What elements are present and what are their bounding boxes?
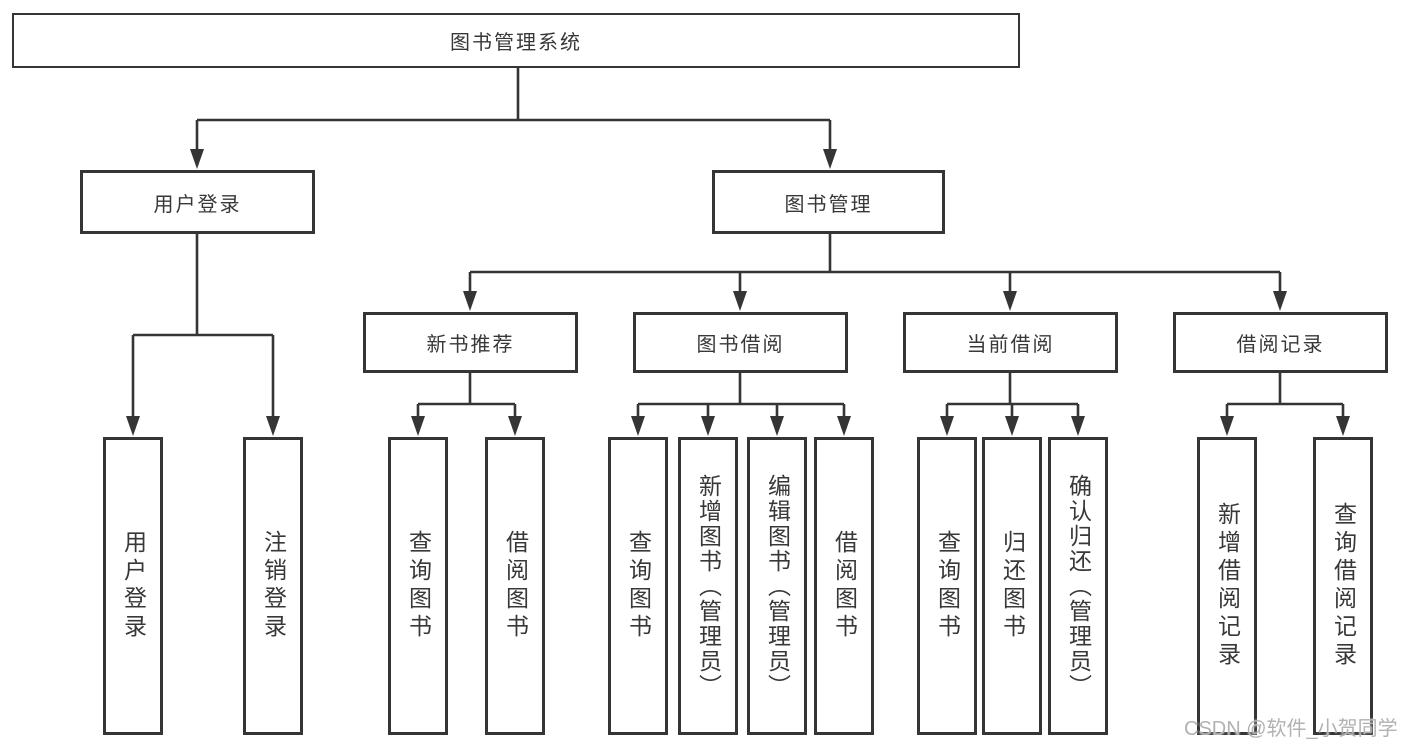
- leaf-user-login-label: 用户登录: [120, 530, 147, 642]
- leaf-add-books-admin: 新增图书（管理员）: [678, 437, 738, 735]
- leaf-logout: 注销登录: [243, 437, 303, 735]
- leaf-add-borrow-record: 新增借阅记录: [1197, 437, 1257, 735]
- node-book-management: 图书管理: [712, 170, 945, 234]
- leaf-borrow-books-recommend: 借阅图书: [485, 437, 545, 735]
- node-root: 图书管理系统: [12, 13, 1020, 68]
- leaf-edit-books-admin: 编辑图书（管理员）: [747, 437, 807, 735]
- node-book-borrow: 图书借阅: [633, 312, 848, 373]
- leaf-user-login: 用户登录: [103, 437, 163, 735]
- leaf-query-books-recommend-label: 查询图书: [405, 530, 432, 642]
- leaf-query-books-recommend: 查询图书: [388, 437, 448, 735]
- connector-new-book-recommend: [411, 373, 522, 436]
- leaf-return-books: 归还图书: [982, 437, 1042, 735]
- node-new-book-recommend: 新书推荐: [363, 312, 578, 373]
- connector-user-login: [126, 234, 280, 436]
- leaf-borrow-books-label: 借阅图书: [831, 530, 858, 642]
- node-user-login: 用户登录: [80, 170, 315, 234]
- node-borrow-records: 借阅记录: [1173, 312, 1388, 373]
- leaf-logout-label: 注销登录: [260, 530, 287, 642]
- connector-root: [190, 68, 837, 169]
- node-current-borrow: 当前借阅: [903, 312, 1118, 373]
- node-book-borrow-label: 图书借阅: [696, 334, 785, 356]
- node-book-management-label: 图书管理: [784, 193, 873, 216]
- leaf-borrow-books: 借阅图书: [814, 437, 874, 735]
- connector-current-borrow: [940, 373, 1085, 436]
- leaf-edit-books-admin-label: 编辑图书（管理员）: [764, 473, 791, 699]
- node-user-login-label: 用户登录: [153, 193, 242, 216]
- node-borrow-records-label: 借阅记录: [1236, 334, 1325, 356]
- connector-book-management: [463, 234, 1287, 311]
- leaf-query-books-borrow-label: 查询图书: [625, 530, 652, 642]
- csdn-watermark: CSDN @软件_小贺同学: [1184, 718, 1398, 740]
- leaf-query-borrow-record: 查询借阅记录: [1313, 437, 1373, 735]
- leaf-add-borrow-record-label: 新增借阅记录: [1214, 502, 1241, 670]
- leaf-return-books-label: 归还图书: [999, 530, 1026, 642]
- node-root-label: 图书管理系统: [450, 32, 582, 54]
- connector-book-borrow: [631, 373, 851, 436]
- leaf-borrow-books-recommend-label: 借阅图书: [502, 530, 529, 642]
- connector-borrow-records: [1220, 373, 1350, 436]
- leaf-confirm-return-admin: 确认归还（管理员）: [1048, 437, 1108, 735]
- leaf-add-books-admin-label: 新增图书（管理员）: [695, 473, 722, 699]
- leaf-confirm-return-admin-label: 确认归还（管理员）: [1065, 473, 1092, 699]
- node-new-book-recommend-label: 新书推荐: [426, 334, 515, 356]
- leaf-query-books-current-label: 查询图书: [934, 530, 961, 642]
- node-current-borrow-label: 当前借阅: [966, 334, 1055, 356]
- leaf-query-borrow-record-label: 查询借阅记录: [1330, 502, 1357, 670]
- leaf-query-books-current: 查询图书: [917, 437, 977, 735]
- leaf-query-books-borrow: 查询图书: [608, 437, 668, 735]
